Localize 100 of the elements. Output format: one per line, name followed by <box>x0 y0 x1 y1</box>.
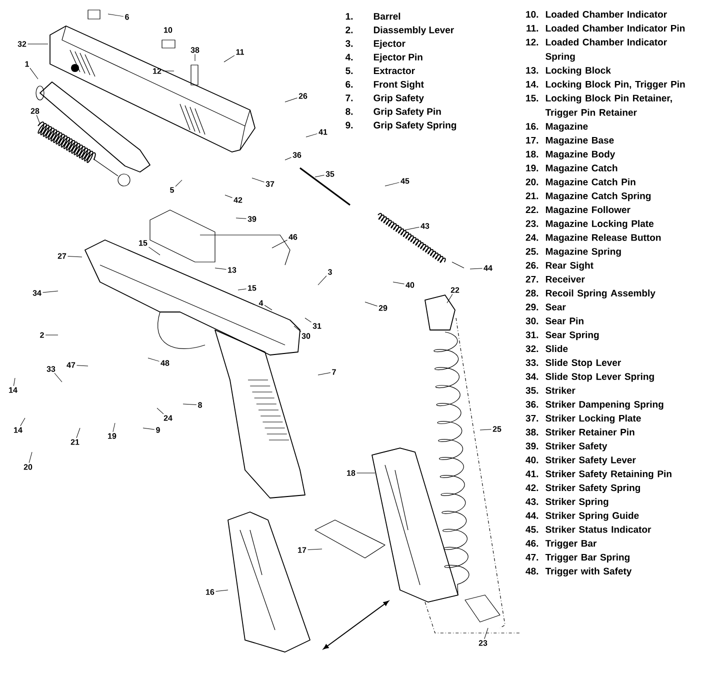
list-number: 9. <box>346 122 353 128</box>
leader-line <box>364 302 378 306</box>
part-name: Loaded Chamber Indicator <box>546 10 667 18</box>
part-name: Magazine Locking Plate <box>546 220 654 229</box>
list-number: 32. <box>526 345 538 352</box>
part-name: Trigger Bar <box>545 540 597 549</box>
leader-line <box>28 452 32 464</box>
part-name: Grip Safety Pin <box>374 108 441 117</box>
callout-number: 10 <box>164 27 172 33</box>
callout-number: 3 <box>328 269 332 275</box>
callout-number: 29 <box>378 305 388 311</box>
callout-number: 42 <box>234 197 242 203</box>
leader-line <box>42 290 58 293</box>
list-number: 10. <box>526 10 538 18</box>
leader-line <box>156 408 164 414</box>
part-name: Magazine Follower <box>546 206 630 216</box>
callout-number: 27 <box>58 253 66 259</box>
part-name: Striker Safety Lever <box>546 456 636 466</box>
callout-number: 1 <box>25 61 29 67</box>
list-number: 48. <box>526 568 538 574</box>
callout-number: 31 <box>312 323 322 329</box>
list-number: 24. <box>526 234 538 241</box>
callout-number: 21 <box>70 439 80 445</box>
part-name: Locking Block Pin Retainer, Trigger Pin Retainer <box>545 94 672 118</box>
part-name: Trigger Bar Spring <box>545 554 630 563</box>
part-name: Receiver <box>546 276 585 283</box>
callout-number: 34 <box>32 290 42 296</box>
leader-line <box>68 256 82 258</box>
list-number: 27. <box>526 276 538 282</box>
leader-line <box>216 590 228 592</box>
list-number: 33. <box>526 359 538 366</box>
list-number: 19. <box>526 164 538 172</box>
leader-line <box>318 276 327 286</box>
callout-number: 14 <box>14 427 22 433</box>
part-name: Slide Stop Lever Spring <box>546 372 654 382</box>
leader-line <box>76 365 88 366</box>
callout-number: 4 <box>258 300 264 306</box>
part-name: Ejector Pin <box>374 54 422 62</box>
list-number: 25. <box>526 248 538 255</box>
part-name: Extractor <box>374 67 415 74</box>
callout-number: 17 <box>298 547 306 553</box>
leader-line <box>284 98 298 102</box>
part-name: Magazine <box>546 122 588 132</box>
leader-line <box>480 429 492 430</box>
list-number: 5. <box>346 67 353 74</box>
leader-line <box>384 182 400 186</box>
leader-line <box>252 178 264 182</box>
leader-line <box>484 628 488 640</box>
part-name: Striker Locking Plate <box>546 414 641 424</box>
callout-number: 25 <box>492 426 502 432</box>
list-number: 39. <box>526 442 538 450</box>
leader-line <box>470 268 482 270</box>
part-name: Striker Spring <box>546 498 608 507</box>
list-number: 47. <box>526 554 538 561</box>
list-number: 2. <box>346 26 353 34</box>
callout-number: 5 <box>170 187 174 193</box>
leader-line <box>54 372 62 382</box>
callout-number: 37 <box>266 181 274 187</box>
callout-number: 24 <box>164 415 172 421</box>
part-name: Barrel <box>374 12 400 20</box>
list-number: 29. <box>526 304 538 310</box>
callout-number: 13 <box>228 267 236 273</box>
leader-line <box>318 372 331 376</box>
list-number: 1. <box>346 13 353 20</box>
callout-number: 32 <box>18 41 26 47</box>
list-number: 16. <box>526 122 538 130</box>
leader-line <box>175 180 182 187</box>
list-number: 41. <box>526 470 538 478</box>
part-name: Magazine Base <box>546 136 614 146</box>
callout-number: 41 <box>318 129 328 135</box>
part-name: Striker Safety <box>546 442 608 452</box>
part-name: Magazine Body <box>546 150 616 160</box>
list-number: 17. <box>526 136 538 144</box>
list-number: 4. <box>345 54 353 60</box>
part-name: Slide Stop Lever <box>546 359 621 368</box>
callout-number: 38 <box>190 47 200 53</box>
callout-number: 16 <box>206 589 214 595</box>
list-number: 20. <box>526 178 538 186</box>
list-number: 13. <box>526 66 538 74</box>
callout-number: 19 <box>108 433 116 439</box>
list-number: 11. <box>526 24 538 32</box>
callout-number: 30 <box>302 333 310 339</box>
callout-number: 28 <box>30 108 40 114</box>
leader-line <box>13 378 16 386</box>
leader-line <box>356 472 376 474</box>
part-name: Diassembly Lever <box>374 26 454 36</box>
callout-number: 22 <box>450 287 460 293</box>
list-number: 14. <box>526 80 538 88</box>
callout-number: 39 <box>248 216 256 222</box>
callout-number: 47 <box>66 362 76 368</box>
callout-number: 46 <box>288 234 298 240</box>
part-name: Sear <box>546 304 566 310</box>
callout-number: 9 <box>156 427 160 433</box>
leader-line <box>314 174 324 178</box>
list-number: 26. <box>526 262 538 269</box>
callout-number: 15 <box>248 285 256 291</box>
callout-number: 6 <box>125 14 129 20</box>
leader-line <box>404 226 420 230</box>
part-name: Striker Status Indicator <box>546 526 652 533</box>
callout-number: 14 <box>9 387 18 393</box>
